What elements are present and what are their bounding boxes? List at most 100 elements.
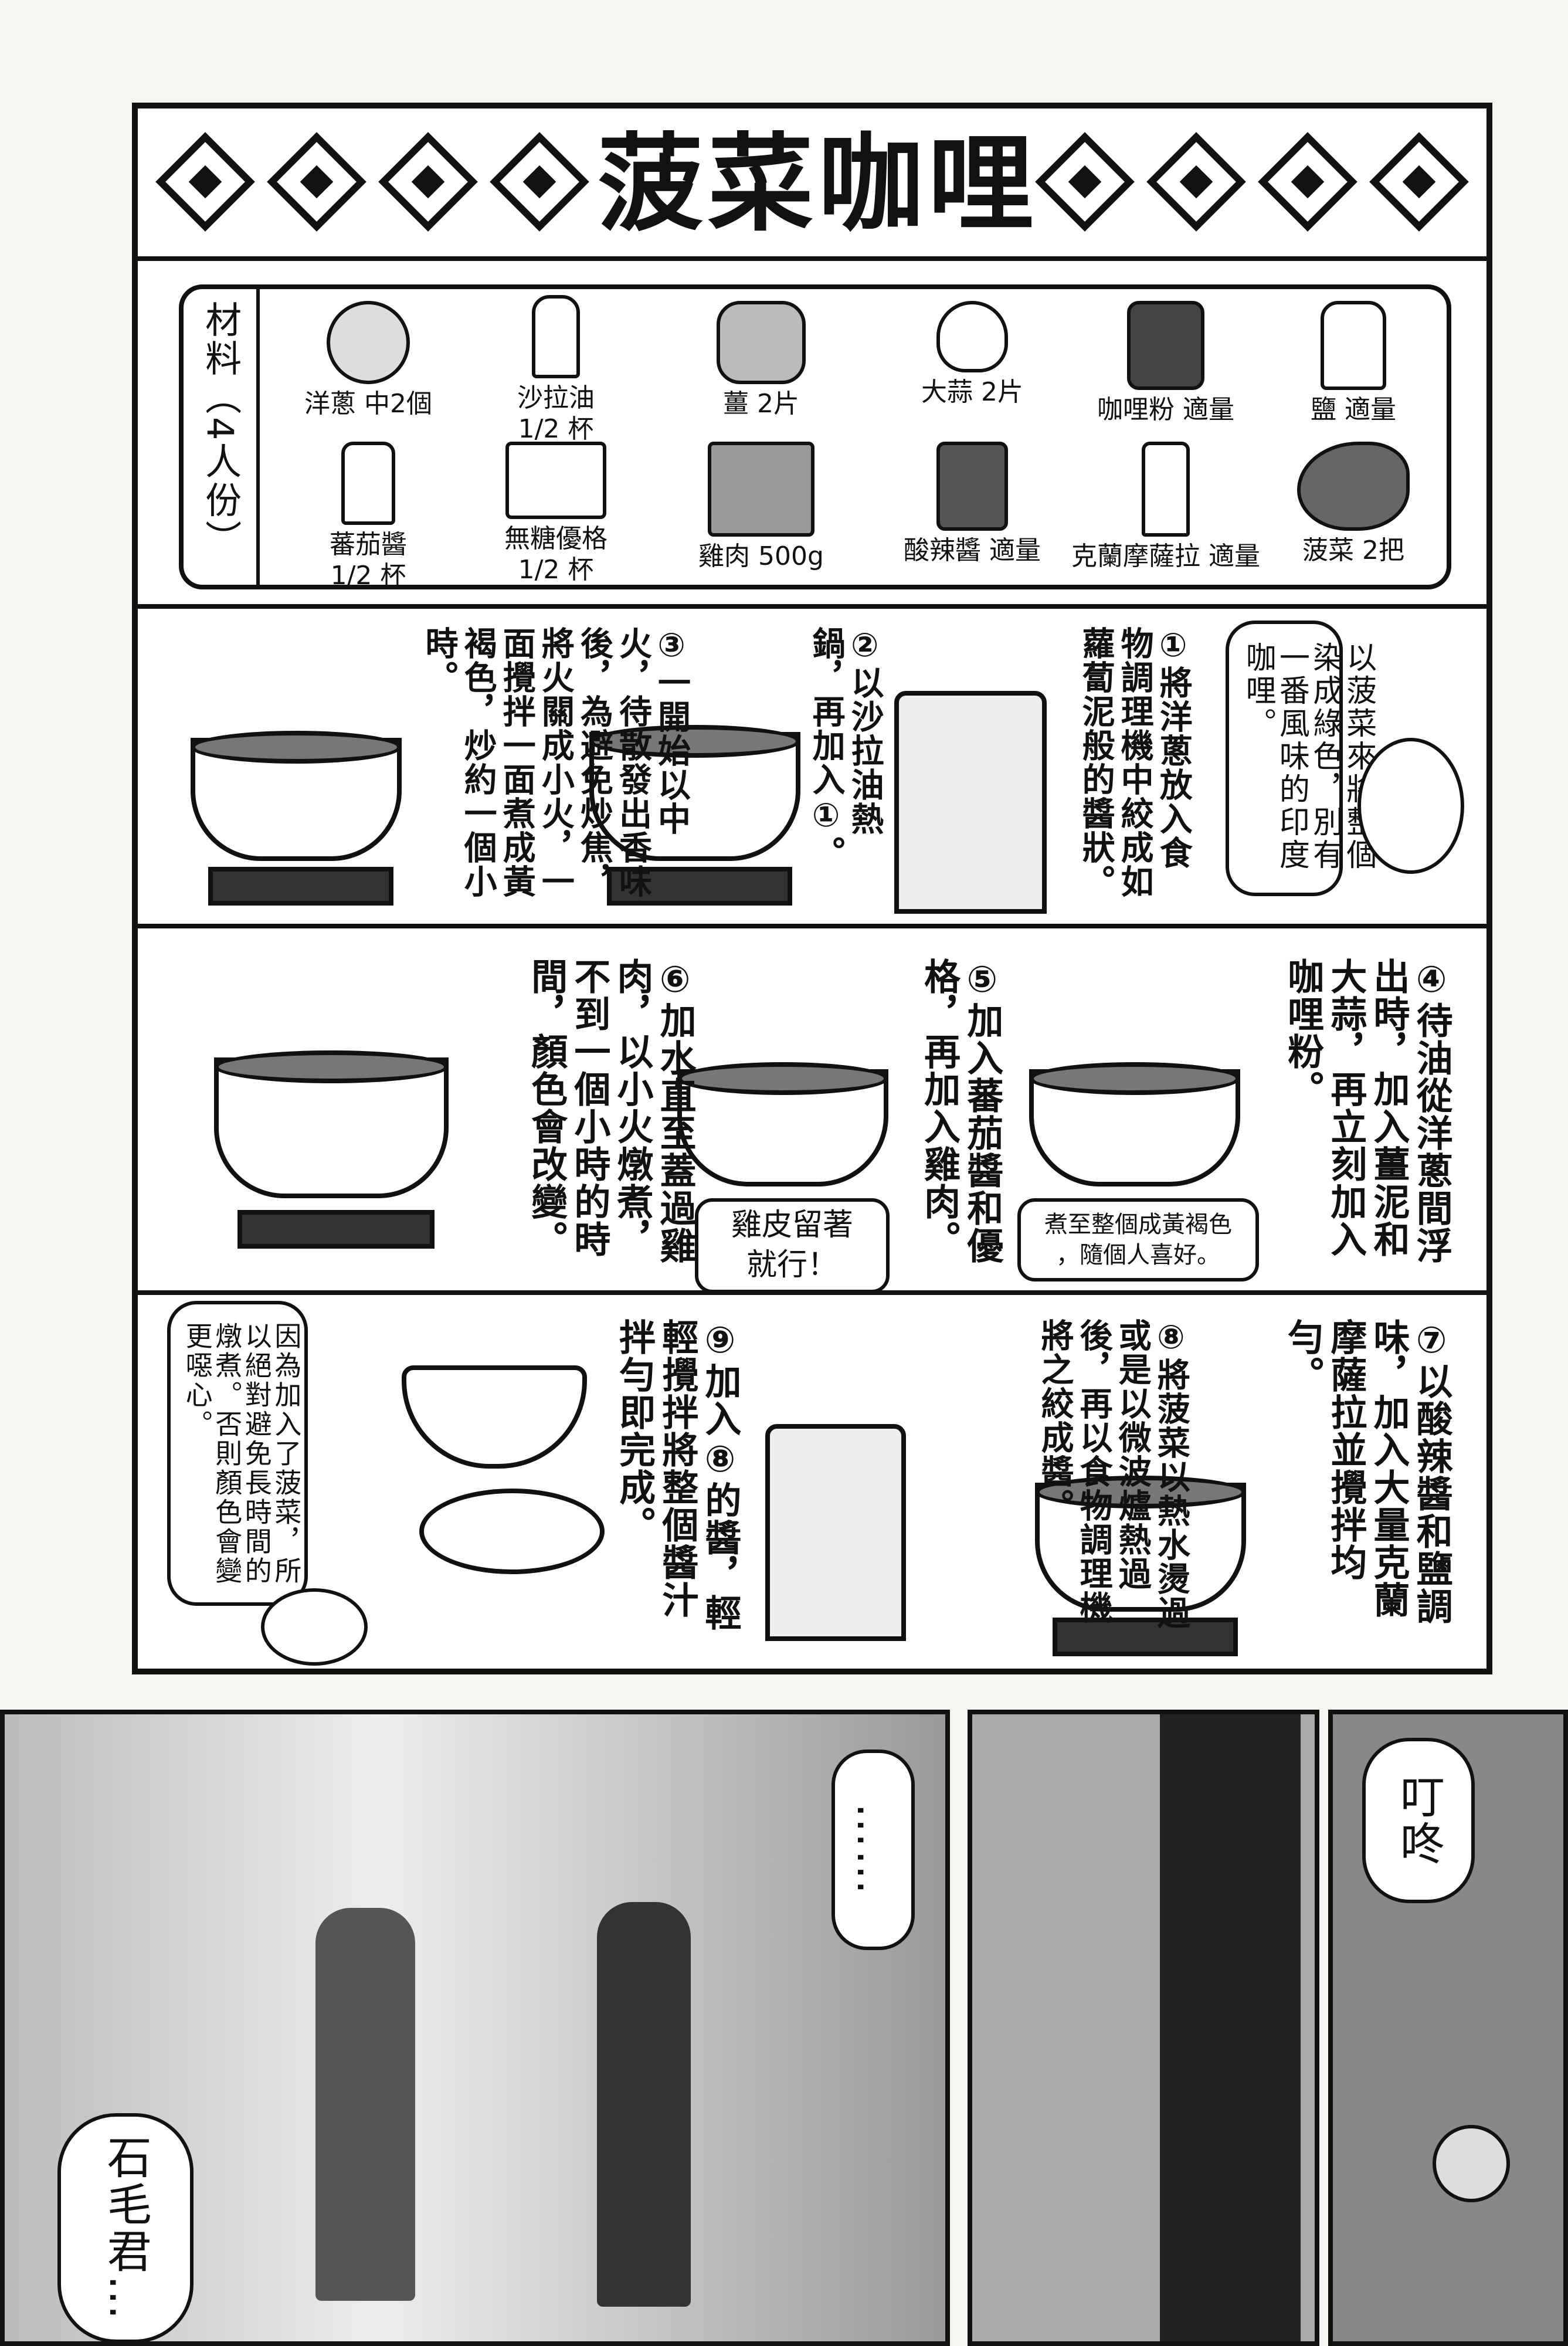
ingredients-panel: 材料（4人份） 洋蔥 中2個 沙拉油 1/2 杯 薑 2片 大蒜 2片 咖哩粉 … [179, 284, 1451, 592]
ornament-diamond-icon [267, 132, 366, 232]
ingredient-ginger: 薑 2片 [664, 301, 858, 420]
ingredient-label: 雞肉 500g [698, 541, 824, 571]
stove-icon [237, 1210, 435, 1249]
step-1-text: ①將洋蔥放入食物調理機中絞成如蘿蔔泥般的醬狀。 [1077, 626, 1193, 899]
ornament-diamond-icon [1258, 132, 1357, 232]
onion-icon [327, 301, 410, 384]
stove-icon [208, 867, 393, 906]
step-3-text: ③一開始以中火，待散發出香味後，為避免炒焦，將火關成小火，一面攪拌一面煮成黃褐色… [420, 626, 691, 899]
ornament-left [150, 126, 595, 238]
ingredient-label: 薑 2片 [723, 389, 799, 419]
speech-bubble-name: 石毛君… [57, 2113, 194, 2341]
rice-plate-icon [419, 1489, 605, 1574]
doorbell-button-icon [1433, 2125, 1510, 2202]
step-5-text: ⑤加入蕃茄醬和優格，再加入雞肉。 [918, 958, 1004, 1264]
garlic-icon [936, 301, 1008, 372]
ingredient-label: 蕃茄醬 1/2 杯 [330, 530, 407, 591]
curry-bowl-icon [402, 1365, 587, 1469]
pot-icon [589, 725, 800, 861]
ornament-diamond-icon [1035, 132, 1135, 232]
ketchup-bottle-icon [341, 442, 395, 525]
manga-panels: …… 石毛君… 叮咚 [0, 1710, 1568, 2346]
ornament-diamond-icon [1369, 132, 1469, 232]
ingredient-onion: 洋蔥 中2個 [271, 301, 465, 420]
ingredient-garlic: 大蒜 2片 [875, 301, 1069, 408]
title-band: 菠菜咖哩 [138, 109, 1486, 261]
bubble-text: 石毛君… [99, 2134, 152, 2322]
ginger-icon [717, 301, 806, 384]
pot-icon [677, 1062, 888, 1186]
woman-at-door [315, 1908, 415, 2301]
warning-text: 因為加入了菠菜，所以絕對避免長時間的燉煮。否則顏色會變更噁心。 [181, 1322, 303, 1586]
woman-hair [1160, 1714, 1301, 2341]
step-9-text: ⑨加入⑧的醬，輕輕攪拌將整個醬汁拌勻即完成。 [613, 1318, 742, 1632]
recipe-box: 菠菜咖哩 材料（4人份） 洋蔥 中2個 沙拉油 1/2 杯 [132, 103, 1492, 1674]
ingredient-salt: 鹽 適量 [1257, 301, 1450, 426]
chicken-tray-icon [708, 442, 814, 537]
ingredient-label: 菠菜 2把 [1302, 535, 1404, 565]
ingredient-curry-powder: 咖哩粉 適量 [1069, 301, 1262, 426]
ornament-diamond-icon [1146, 132, 1246, 232]
food-processor-icon [894, 691, 1047, 914]
ingredient-label: 鹽 適量 [1311, 395, 1396, 425]
speech-bubble-dots: …… [831, 1750, 915, 1950]
step-8-text: ⑧將菠菜以熱水燙過或是以微波爐熱過後，再以食物調理機將之絞成醬。 [1036, 1318, 1190, 1630]
ingredient-chicken: 雞肉 500g [664, 442, 858, 572]
oil-bottle-icon [532, 295, 580, 378]
ingredient-label: 酸辣醬 適量 [904, 535, 1041, 565]
ingredient-yogurt: 無糖優格 1/2 杯 [459, 442, 653, 586]
panel-door-closeup [968, 1710, 1319, 2346]
salt-shaker-icon [1321, 301, 1386, 390]
ingredient-label: 咖哩粉 適量 [1097, 395, 1234, 425]
ingredient-garam-masala: 克蘭摩薩拉 適量 [1069, 442, 1262, 572]
bubble-text: 叮咚 [1392, 1774, 1445, 1867]
ingredient-spinach: 菠菜 2把 [1257, 442, 1450, 567]
food-processor-icon [765, 1424, 906, 1641]
ingredient-label: 沙拉油 1/2 杯 [517, 383, 595, 444]
pot-icon [1035, 1476, 1246, 1612]
ingredient-chutney: 酸辣醬 適量 [875, 442, 1069, 567]
panel-doorbell: 叮咚 [1328, 1710, 1568, 2346]
man-in-hallway [597, 1902, 691, 2307]
callout-color-note: 煮至整個成黃褐色 ，隨個人喜好。 [1017, 1198, 1259, 1282]
callout-skin-note: 雞皮留著 就行！ [695, 1198, 890, 1293]
ingredients-label: 材料（4人份） [184, 289, 260, 585]
step-6-text: ⑥加水直至蓋過雞肉，以小火燉煮，不到一個小時的時間，顏色會改變。 [525, 958, 697, 1264]
steps-row-2: ④待油從洋蔥間浮出時，加入薑泥和大蒜，再立刻加入咖哩粉。 煮至整個成黃褐色 ，隨… [138, 924, 1486, 1293]
ingredients-label-text: 材料（4人份） [199, 301, 242, 559]
steps-row-1: 以菠菜來將整個染成綠色，別有一番風味的印度咖哩。 ①將洋蔥放入食物調理機中絞成如… [138, 604, 1486, 924]
spice-bottle-icon [1142, 442, 1190, 537]
pot-icon [191, 731, 402, 861]
ingredient-label: 無糖優格 1/2 杯 [504, 524, 607, 585]
pot-icon [1029, 1062, 1240, 1186]
ingredient-oil: 沙拉油 1/2 杯 [459, 295, 653, 445]
step-4-text: ④待油從洋蔥間浮出時，加入薑泥和大蒜，再立刻加入咖哩粉。 [1281, 958, 1453, 1264]
panel-hallway: …… 石毛君… [0, 1710, 950, 2346]
ingredient-ketchup: 蕃茄醬 1/2 杯 [271, 442, 465, 592]
recipe-title: 菠菜咖哩 [597, 123, 1038, 246]
ornament-right [1029, 126, 1475, 238]
ornament-diamond-icon [490, 132, 589, 232]
ornament-diamond-icon [378, 132, 478, 232]
steps-row-3: ⑦以酸辣醬和鹽調味，加入大量克蘭摩薩拉並攪拌均勻。 ⑧將菠菜以熱水燙過或是以微波… [138, 1290, 1486, 1680]
bubble-text: …… [847, 1803, 900, 1897]
yogurt-cup-icon [505, 442, 606, 519]
speech-bubble-doorbell: 叮咚 [1362, 1738, 1475, 1903]
ingredient-label: 克蘭摩薩拉 適量 [1071, 541, 1260, 571]
chef-face-bandana [261, 1588, 368, 1666]
ingredient-label: 大蒜 2片 [921, 377, 1023, 407]
warning-note: 因為加入了菠菜，所以絕對避免長時間的燉煮。否則顏色會變更噁心。 [167, 1301, 308, 1606]
intro-text: 以菠菜來將整個染成綠色，別有一番風味的印度咖哩。 [1240, 642, 1376, 872]
spinach-icon [1297, 442, 1410, 531]
step-2-text: ②以沙拉油熱鍋，再加入①。 [807, 626, 884, 870]
stove-icon [607, 867, 792, 906]
intro-note: 以菠菜來將整個染成綠色，別有一番風味的印度咖哩。 [1226, 621, 1376, 896]
curry-can-icon [1127, 301, 1204, 390]
pot-icon [214, 1050, 449, 1198]
stove-icon [1053, 1618, 1238, 1656]
ingredient-label: 洋蔥 中2個 [304, 389, 432, 419]
chutney-jar-icon [936, 442, 1008, 531]
ornament-diamond-icon [155, 132, 255, 232]
step-7-text: ⑦以酸辣醬和鹽調味，加入大量克蘭摩薩拉並攪拌均勻。 [1281, 1318, 1453, 1625]
